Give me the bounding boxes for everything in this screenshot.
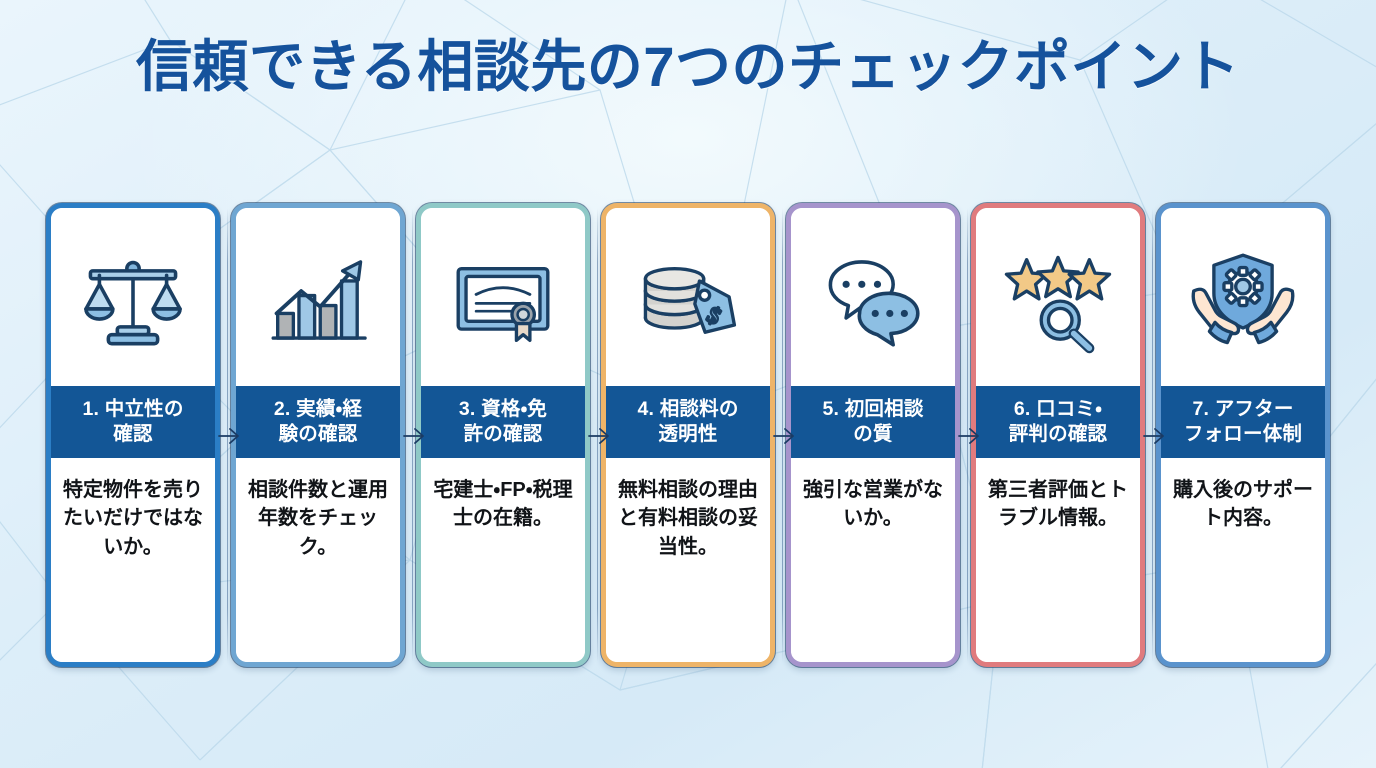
card-slot-6: 6. 口コミ・ 評判の確認 第三者評価とトラブル情報。 [971,203,1164,675]
card-heading-1: 1. 中立性の 確認 [51,386,215,458]
card-body-2: 相談件数と運用年数をチェック。 [248,479,388,558]
card-heading-4: 4. 相談料の 透明性 [606,386,770,458]
card-body-1: 特定物件を売りたいだけではないか。 [63,479,203,558]
card-heading-2: 2. 実績・経 験の確認 [236,386,400,458]
card-body-6: 第三者評価とトラブル情報。 [988,479,1128,530]
coins-price-tag-icon: $ [606,208,770,386]
card-inner-3: 3. 資格・免 許の確認 宅建士・FP・税理士の在籍。 [421,208,585,662]
checkpoint-card-5[interactable]: 5. 初回相談 の質 強引な営業がないか。 [786,203,960,667]
card-slot-7: 7. アフター フォロー体制 購入後のサポート内容。 [1156,203,1341,675]
card-body-4: 無料相談の理由と有料相談の妥当性。 [618,479,758,558]
arrow-connector-1 [218,425,240,447]
page-title-wrap: 信頼できる相談先の7つのチェックポイント [0,35,1376,99]
growth-bar-chart-icon [236,208,400,386]
checkpoint-card-1[interactable]: 1. 中立性の 確認 特定物件を売りたいだけではないか。 [46,203,220,667]
card-heading-5: 5. 初回相談 の質 [791,386,955,458]
card-body-7: 購入後のサポート内容。 [1173,479,1313,530]
card-inner-2: 2. 実績・経 験の確認 相談件数と運用年数をチェック。 [236,208,400,662]
checkpoint-cards-row: 1. 中立性の 確認 特定物件を売りたいだけではないか。 [46,203,1334,675]
balance-scale-icon [51,208,215,386]
shield-gear-hands-icon [1161,208,1325,386]
arrow-connector-6 [1143,425,1165,447]
checkpoint-card-3[interactable]: 3. 資格・免 許の確認 宅建士・FP・税理士の在籍。 [416,203,590,667]
card-body-3: 宅建士・FP・税理士の在籍。 [433,479,573,530]
speech-bubbles-icon [791,208,955,386]
card-heading-6: 6. 口コミ・ 評判の確認 [976,386,1140,458]
card-inner-1: 1. 中立性の 確認 特定物件を売りたいだけではないか。 [51,208,215,662]
page-title: 信頼できる相談先の7つのチェックポイント [135,35,1241,98]
arrow-connector-3 [588,425,610,447]
card-inner-4: $ 4. 相談料の 透明性 無料相談の理由と有料相談の妥当性。 [606,208,770,662]
card-slot-5: 5. 初回相談 の質 強引な営業がないか。 [786,203,979,675]
checkpoint-card-2[interactable]: 2. 実績・経 験の確認 相談件数と運用年数をチェック。 [231,203,405,667]
checkpoint-card-6[interactable]: 6. 口コミ・ 評判の確認 第三者評価とトラブル情報。 [971,203,1145,667]
arrow-connector-4 [773,425,795,447]
card-inner-5: 5. 初回相談 の質 強引な営業がないか。 [791,208,955,662]
arrow-connector-2 [403,425,425,447]
card-heading-3: 3. 資格・免 許の確認 [421,386,585,458]
card-body-5: 強引な営業がないか。 [803,479,943,530]
checkpoint-card-4[interactable]: $ 4. 相談料の 透明性 無料相談の理由と有料相談の妥当性。 [601,203,775,667]
card-slot-2: 2. 実績・経 験の確認 相談件数と運用年数をチェック。 [231,203,424,675]
certificate-icon [421,208,585,386]
card-inner-6: 6. 口コミ・ 評判の確認 第三者評価とトラブル情報。 [976,208,1140,662]
arrow-connector-5 [958,425,980,447]
card-slot-1: 1. 中立性の 確認 特定物件を売りたいだけではないか。 [46,203,239,675]
card-slot-3: 3. 資格・免 許の確認 宅建士・FP・税理士の在籍。 [416,203,609,675]
card-inner-7: 7. アフター フォロー体制 購入後のサポート内容。 [1161,208,1325,662]
card-heading-7: 7. アフター フォロー体制 [1161,386,1325,458]
stars-magnifier-icon [976,208,1140,386]
checkpoint-card-7[interactable]: 7. アフター フォロー体制 購入後のサポート内容。 [1156,203,1330,667]
card-slot-4: $ 4. 相談料の 透明性 無料相談の理由と有料相談の妥当性。 [601,203,794,675]
